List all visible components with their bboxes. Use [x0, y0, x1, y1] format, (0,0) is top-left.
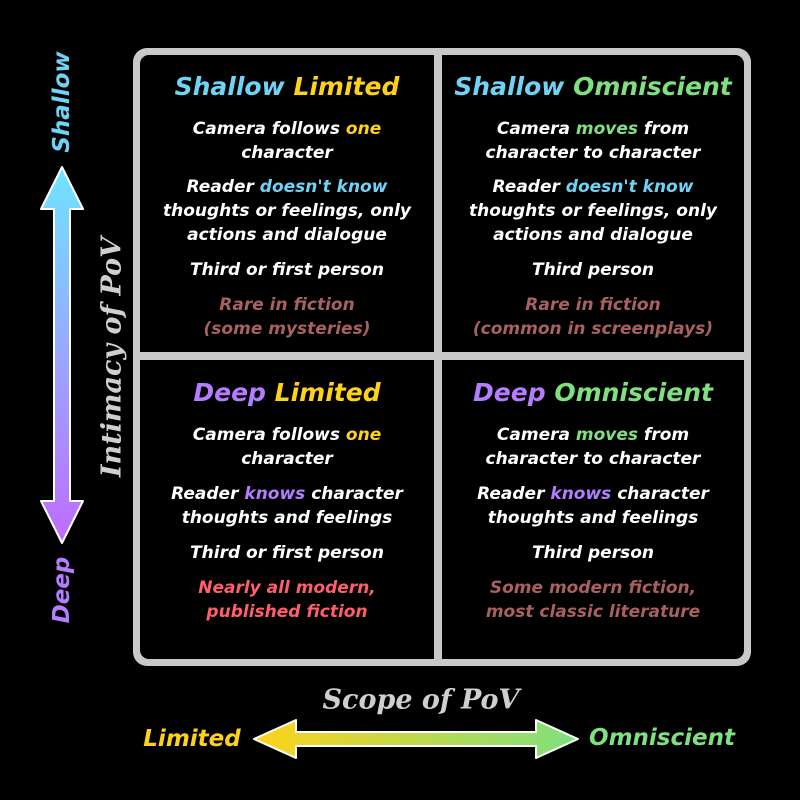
- camera-text: Camera follows: [192, 425, 346, 445]
- reader-description: Reader doesn't know thoughts or feelings…: [140, 175, 434, 247]
- usage-note-line2: (some mysteries): [203, 319, 371, 339]
- title-depth-word: Deep: [473, 378, 546, 407]
- quadrant-deep-limited: Deep Limited Camera follows one characte…: [140, 360, 434, 659]
- quadrant-shallow-limited: Shallow Limited Camera follows one chara…: [140, 55, 434, 352]
- reader-text-line2: thoughts or feelings, only: [163, 201, 411, 221]
- camera-text: Camera: [496, 425, 576, 445]
- camera-description: Camera moves from character to character: [442, 423, 744, 471]
- reader-text-line2: thoughts and feelings: [487, 508, 699, 528]
- title-scope-word: Omniscient: [554, 378, 713, 407]
- usage-note-line2: (common in screenplays): [472, 319, 714, 339]
- reader-description: Reader knows character thoughts and feel…: [140, 482, 434, 530]
- usage-note-line1: Rare in fiction: [525, 295, 661, 315]
- camera-text: Camera follows: [192, 119, 346, 139]
- camera-description: Camera follows one character: [140, 423, 434, 471]
- camera-highlight: one: [345, 425, 382, 445]
- title-depth-word: Shallow: [454, 72, 565, 101]
- title-depth-word: Shallow: [174, 72, 285, 101]
- reader-highlight: doesn't know: [259, 177, 388, 197]
- reader-description: Reader knows character thoughts and feel…: [442, 482, 744, 530]
- person-description: Third person: [532, 260, 654, 280]
- horizontal-axis-right-label: Omniscient: [589, 725, 735, 751]
- camera-text-line2: character to character: [485, 143, 701, 163]
- reader-text: Reader: [492, 177, 566, 197]
- reader-text: Reader: [186, 177, 260, 197]
- person-description: Third or first person: [190, 543, 384, 563]
- quadrant-title: Deep Limited: [140, 378, 434, 408]
- quadrant-shallow-omniscient: Shallow Omniscient Camera moves from cha…: [442, 55, 744, 352]
- quadrant-deep-omniscient: Deep Omniscient Camera moves from charac…: [442, 360, 744, 659]
- usage-note-line1: Rare in fiction: [219, 295, 355, 315]
- usage-note: Rare in fiction (common in screenplays): [442, 293, 744, 341]
- usage-note: Nearly all modern, published fiction: [140, 576, 434, 624]
- usage-note-line1: Some modern fiction,: [489, 578, 697, 598]
- reader-text-line2: thoughts and feelings: [181, 508, 393, 528]
- camera-text-line2: character: [241, 143, 333, 163]
- quadrant-title: Shallow Limited: [140, 72, 434, 102]
- usage-note-line2: published fiction: [206, 602, 368, 622]
- camera-description: Camera moves from character to character: [442, 117, 744, 165]
- reader-text-line2: thoughts or feelings, only: [469, 201, 717, 221]
- title-depth-word: Deep: [193, 378, 266, 407]
- usage-note: Rare in fiction (some mysteries): [140, 293, 434, 341]
- reader-text-tail: character: [611, 484, 709, 504]
- reader-description: Reader doesn't know thoughts or feelings…: [442, 175, 744, 247]
- usage-note-line1: Nearly all modern,: [198, 578, 376, 598]
- reader-text-tail: character: [305, 484, 403, 504]
- vertical-axis-bottom-label: Deep: [49, 556, 75, 624]
- reader-text-line3: actions and dialogue: [493, 225, 693, 245]
- camera-text-line2: character: [241, 449, 333, 469]
- quadrant-title: Shallow Omniscient: [442, 72, 744, 102]
- camera-highlight: moves: [575, 425, 638, 445]
- person-description: Third person: [532, 543, 654, 563]
- title-scope-word: Limited: [293, 72, 400, 101]
- camera-description: Camera follows one character: [140, 117, 434, 165]
- camera-highlight: one: [345, 119, 382, 139]
- camera-text-tail: from: [638, 119, 690, 139]
- vertical-double-arrow-icon: [40, 166, 84, 544]
- title-scope-word: Omniscient: [573, 72, 732, 101]
- vertical-axis-top-label: Shallow: [49, 51, 75, 153]
- horizontal-axis-title: Scope of PoV: [322, 684, 520, 716]
- horizontal-double-arrow-icon: [253, 719, 579, 759]
- reader-highlight: knows: [550, 484, 612, 504]
- reader-highlight: knows: [244, 484, 306, 504]
- quadrant-title: Deep Omniscient: [442, 378, 744, 408]
- reader-highlight: doesn't know: [565, 177, 694, 197]
- usage-note: Some modern fiction, most classic litera…: [442, 576, 744, 624]
- usage-note-line2: most classic literature: [485, 602, 701, 622]
- title-scope-word: Limited: [274, 378, 381, 407]
- reader-text: Reader: [477, 484, 551, 504]
- camera-text: Camera: [496, 119, 576, 139]
- camera-text-tail: from: [638, 425, 690, 445]
- camera-highlight: moves: [575, 119, 638, 139]
- vertical-axis-title: Intimacy of PoV: [96, 236, 128, 478]
- reader-text-line3: actions and dialogue: [187, 225, 387, 245]
- reader-text: Reader: [171, 484, 245, 504]
- horizontal-axis-left-label: Limited: [143, 726, 241, 752]
- person-description: Third or first person: [190, 260, 384, 280]
- camera-text-line2: character to character: [485, 449, 701, 469]
